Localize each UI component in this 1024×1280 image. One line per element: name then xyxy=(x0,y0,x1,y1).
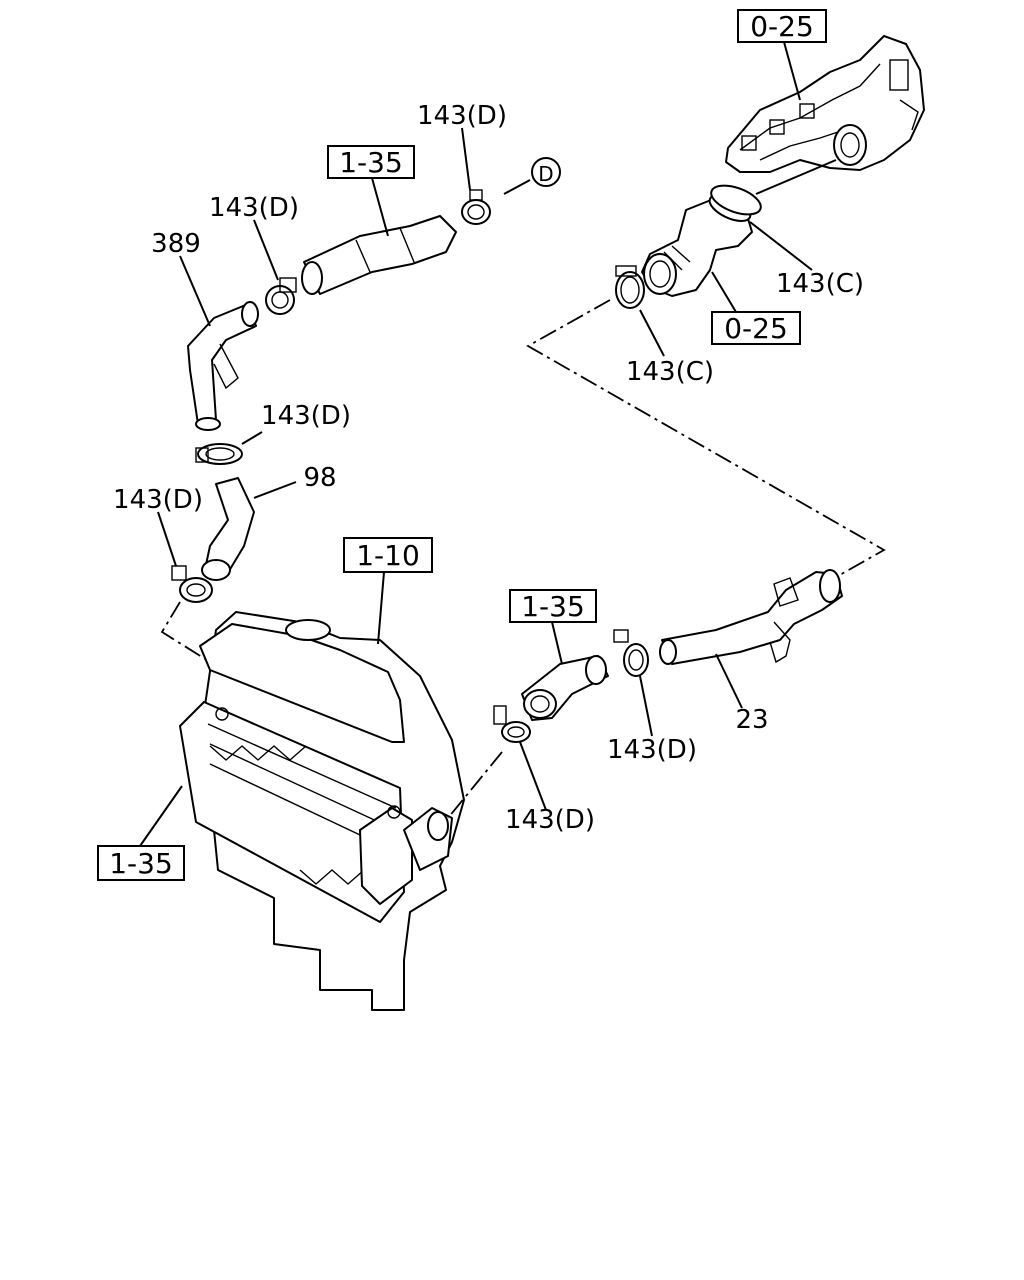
clamp-143d-d xyxy=(493,705,531,743)
air-intake-duct xyxy=(641,194,753,297)
svg-text:143(D): 143(D) xyxy=(209,193,299,223)
svg-text:143(D): 143(D) xyxy=(417,101,507,131)
clamp-143d-a xyxy=(265,277,297,315)
svg-text:1-35: 1-35 xyxy=(339,146,403,179)
ref-box-0-25-mid: 0-25 xyxy=(711,311,801,345)
svg-text:D: D xyxy=(538,162,553,186)
ref-box-1-35-left: 1-35 xyxy=(97,845,185,881)
clamp-143c-lower xyxy=(615,265,645,309)
svg-text:389: 389 xyxy=(151,229,201,259)
svg-text:1-10: 1-10 xyxy=(356,539,420,572)
hose-lower xyxy=(521,655,609,721)
pipe-389 xyxy=(187,301,259,431)
svg-text:143(C): 143(C) xyxy=(626,357,714,387)
svg-text:1-35: 1-35 xyxy=(521,590,585,623)
svg-text:98: 98 xyxy=(303,463,336,493)
clamp-143c-upper xyxy=(710,184,762,216)
ref-box-1-35-top: 1-35 xyxy=(327,145,415,179)
clamp-143d-b xyxy=(195,443,243,465)
ref-box-1-10: 1-10 xyxy=(343,537,433,573)
clamp-143d-top xyxy=(461,189,491,225)
svg-text:0-25: 0-25 xyxy=(724,312,788,345)
ref-box-0-25-top: 0-25 xyxy=(737,9,827,43)
clamp-143d-c xyxy=(171,565,213,603)
pipe-23 xyxy=(659,569,843,665)
radiator-assembly xyxy=(179,611,465,1011)
intake-manifold xyxy=(725,35,925,173)
clamp-143d-e xyxy=(613,629,649,677)
svg-text:1-35: 1-35 xyxy=(109,847,173,880)
svg-text:0-25: 0-25 xyxy=(750,10,814,43)
svg-text:143(D): 143(D) xyxy=(261,401,351,431)
svg-text:143(D): 143(D) xyxy=(113,485,203,515)
svg-text:23: 23 xyxy=(735,705,768,735)
hose-upper xyxy=(301,215,457,295)
svg-text:143(C): 143(C) xyxy=(776,269,864,299)
svg-text:143(D): 143(D) xyxy=(505,805,595,835)
hose-98 xyxy=(201,477,255,581)
svg-text:143(D): 143(D) xyxy=(607,735,697,765)
circle-d-marker: D xyxy=(531,157,561,187)
ref-box-1-35-mid: 1-35 xyxy=(509,589,597,623)
